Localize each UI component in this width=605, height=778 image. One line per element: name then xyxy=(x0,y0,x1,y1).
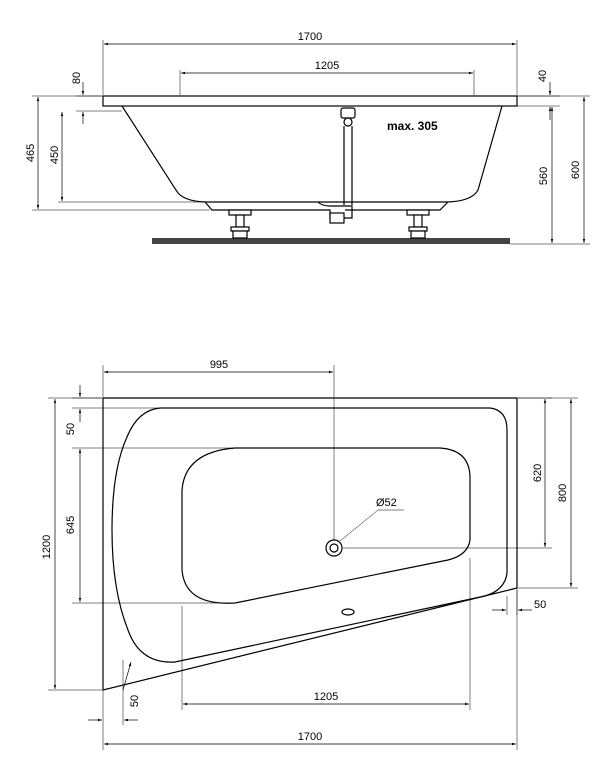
overflow-hole xyxy=(341,608,355,616)
floor-plate xyxy=(152,238,510,244)
dim-drain-offset: 995 xyxy=(210,359,228,371)
dim-right-margin: 50 xyxy=(534,599,546,611)
tub-rim xyxy=(102,95,518,107)
dim-top-margin: 50 xyxy=(65,423,77,435)
tub-base xyxy=(204,201,449,211)
drain-outer xyxy=(325,539,343,557)
foot-right xyxy=(406,209,430,239)
dim-rim-thickness: 40 xyxy=(537,70,549,82)
dim-plan-total-width: 1700 xyxy=(298,731,322,743)
label-drain-diameter: Ø52 xyxy=(376,497,397,509)
tub-body xyxy=(121,105,503,203)
dim-right-depth: 800 xyxy=(557,484,569,502)
dim-plan-inner-width: 1205 xyxy=(314,691,338,703)
tub-inner-rim xyxy=(111,407,508,663)
dim-side-inner-width: 1205 xyxy=(315,60,339,72)
dim-rim-height: 80 xyxy=(71,72,83,84)
dim-total-height: 465 xyxy=(25,144,37,162)
foot-left xyxy=(228,209,252,239)
dim-height-560: 560 xyxy=(538,167,550,185)
dim-bottom-margin: 50 xyxy=(129,695,141,707)
dim-drain-depth: 620 xyxy=(532,464,544,482)
drain-inner xyxy=(329,543,339,553)
dim-height-600: 600 xyxy=(570,161,582,179)
side-view: 1700 1205 80 465 450 40 560 60 xyxy=(25,31,590,245)
tub-basin xyxy=(181,447,471,604)
plan-view: 995 50 1200 645 Ø52 620 800 xyxy=(41,359,578,750)
dim-depth: 450 xyxy=(49,146,61,164)
label-drain-max: max. 305 xyxy=(387,119,438,133)
dim-total-depth: 1200 xyxy=(41,535,53,559)
dim-side-width: 1700 xyxy=(298,31,322,43)
dim-inner-depth: 645 xyxy=(65,516,77,534)
tub-outline xyxy=(102,397,518,691)
waste-fitting xyxy=(317,107,356,224)
